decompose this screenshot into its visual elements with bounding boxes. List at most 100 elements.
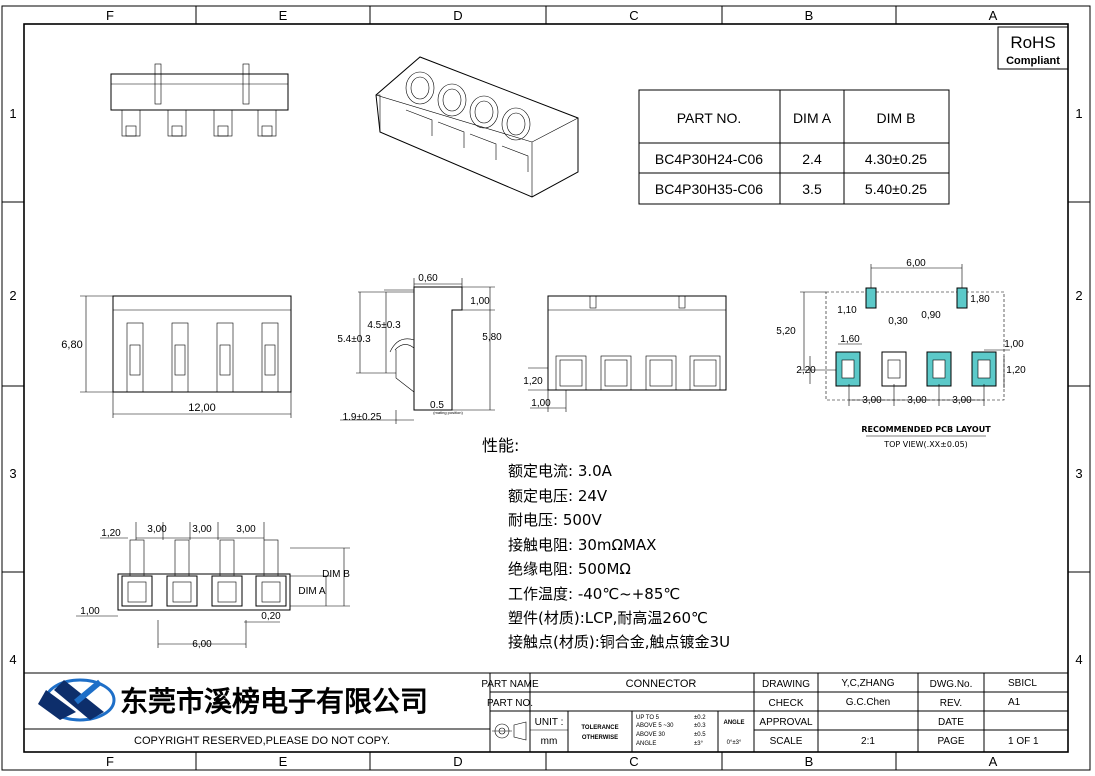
page-value: 1 OF 1 bbox=[1008, 736, 1039, 747]
svg-text:RoHS: RoHS bbox=[1010, 33, 1055, 52]
dim-pcb-2-20: 2,20 bbox=[796, 365, 816, 376]
isometric-view-drawing bbox=[375, 56, 579, 198]
label-drawing: DRAWING bbox=[762, 679, 810, 690]
company-logo bbox=[38, 678, 116, 722]
slot-wall bbox=[437, 121, 465, 148]
contact-spring bbox=[501, 107, 531, 141]
label-page: PAGE bbox=[937, 736, 964, 747]
check-value: G.C.Chen bbox=[846, 697, 890, 708]
spec-line: 塑件(材质):LCP,耐高温260℃ bbox=[508, 609, 708, 627]
dim-pcb-1-00: 1,00 bbox=[1004, 339, 1024, 350]
side-view-drawing: 0,60 1,00 4.5±0.3 5.4±0.3 5,80 0.5 (mati… bbox=[337, 273, 502, 424]
col-letter-c-top: C bbox=[629, 8, 638, 23]
spec-line: 接触点(材质):铜合金,触点镀金3U bbox=[508, 633, 730, 651]
dim-pcb-pitch: 3,00 bbox=[907, 395, 927, 406]
col-letter-d-bottom: D bbox=[453, 754, 462, 769]
col-letter-a-bottom: A bbox=[989, 754, 998, 769]
slot-contact bbox=[129, 344, 141, 376]
dim-side-4-5: 4.5±0.3 bbox=[367, 320, 401, 331]
contact-cell bbox=[645, 355, 677, 391]
dim-rear-1-00: 1,00 bbox=[531, 398, 551, 409]
pin-body-inner bbox=[217, 581, 237, 603]
pin-body bbox=[121, 575, 153, 607]
slot bbox=[171, 322, 189, 393]
angle-value: 0°±3° bbox=[727, 740, 742, 746]
tol-range: ABOVE 5 ~30 bbox=[636, 723, 674, 729]
contact-cell bbox=[600, 355, 632, 391]
tol-range: UP TO 5 bbox=[636, 715, 660, 721]
row-number-1-right: 1 bbox=[1075, 106, 1082, 121]
spec-line: 额定电压: 24V bbox=[508, 487, 608, 505]
spec-line: 额定电流: 3.0A bbox=[508, 462, 613, 480]
table-header-dim-b: DIM B bbox=[877, 110, 916, 126]
dim-pcb-1-60: 1,60 bbox=[840, 334, 860, 345]
contact-spring bbox=[437, 83, 467, 117]
spec-line: 绝缘电阻: 500MΩ bbox=[508, 560, 631, 578]
col-letter-a-top: A bbox=[989, 8, 998, 23]
contact-spring bbox=[405, 71, 435, 105]
col-letter-e-top: E bbox=[279, 8, 288, 23]
contact-pin bbox=[213, 109, 233, 137]
dim-side-5-4: 5.4±0.3 bbox=[337, 334, 371, 345]
label-tolerance: TOLERANCE bbox=[581, 725, 618, 731]
drawing-value: Y,C,ZHANG bbox=[841, 678, 894, 689]
pcb-pad-hole bbox=[932, 359, 946, 379]
rear-view-drawing: 1,20 1,00 bbox=[523, 295, 727, 412]
col-letter-b-top: B bbox=[805, 8, 814, 23]
contact-pin-tip bbox=[171, 125, 183, 137]
dim-side-5-80: 5,80 bbox=[482, 332, 502, 343]
pcb-layout-subtitle: TOP VIEW(.XX±0.05) bbox=[883, 440, 968, 449]
dim-bottom-1-00: 1,00 bbox=[80, 606, 100, 617]
pcb-pad-hole bbox=[841, 359, 855, 379]
dim-bottom-0-20: 0,20 bbox=[261, 611, 281, 622]
part-number-table: PART NO. DIM A DIM B BC4P30H24-C06 2.4 4… bbox=[638, 89, 950, 205]
dim-pcb-1-10: 1,10 bbox=[837, 305, 857, 316]
title-block: 东莞市溪榜电子有限公司 COPYRIGHT RESERVED,PLEASE DO… bbox=[24, 672, 1068, 752]
table-header-dim-a: DIM A bbox=[793, 110, 832, 126]
pin-lead bbox=[129, 539, 145, 577]
pcb-pad-hole bbox=[887, 359, 901, 379]
dim-side-1-00: 1,00 bbox=[470, 296, 490, 307]
specs-title: 性能: bbox=[482, 436, 519, 455]
pcb-layout-drawing: 6,00 1,10 1,80 0,30 0,90 5,20 1,60 1,00 … bbox=[776, 258, 1026, 449]
row-number-2-left: 2 bbox=[9, 288, 16, 303]
rohs-badge: RoHS Compliant bbox=[997, 26, 1069, 70]
col-letter-b-bottom: B bbox=[805, 754, 814, 769]
contact-spring-inner bbox=[474, 100, 494, 124]
tol-value: ±0.5 bbox=[694, 732, 706, 738]
label-dwg-no: DWG.No. bbox=[930, 679, 973, 690]
slot-wall bbox=[469, 133, 497, 160]
dim-pcb-1-20: 1,20 bbox=[1006, 365, 1026, 376]
pin-body bbox=[166, 575, 198, 607]
spec-line: 接触电阻: 30mΩMAX bbox=[508, 536, 656, 554]
table-cell: 5.40±0.25 bbox=[865, 181, 927, 197]
label-unit: UNIT : bbox=[535, 717, 564, 728]
dim-pcb-0-90: 0,90 bbox=[921, 310, 941, 321]
dim-rear-1-20: 1,20 bbox=[523, 376, 543, 387]
slot bbox=[126, 322, 144, 393]
dim-bottom-pitch: 3,00 bbox=[192, 524, 212, 535]
contact-pin bbox=[121, 109, 141, 137]
col-letter-f-bottom: F bbox=[106, 754, 114, 769]
dim-side-0-5: 0.5 bbox=[430, 400, 444, 411]
dim-pcb-1-80: 1,80 bbox=[970, 294, 990, 305]
contact-pin-tip bbox=[125, 125, 137, 137]
label-angle: ANGLE bbox=[724, 720, 745, 726]
pcb-pad-hole bbox=[977, 359, 991, 379]
tol-value: ±0.2 bbox=[694, 715, 706, 721]
col-letter-f-top: F bbox=[106, 8, 114, 23]
tol-value: ±3° bbox=[694, 741, 704, 747]
pin-lead bbox=[263, 539, 279, 577]
dim-front-height: 6,80 bbox=[61, 339, 82, 351]
row-number-3-right: 3 bbox=[1075, 466, 1082, 481]
contact-pin bbox=[257, 109, 277, 137]
dim-pcb-pitch: 3,00 bbox=[952, 395, 972, 406]
slot bbox=[261, 322, 279, 393]
dim-bottom-pitch: 3,00 bbox=[147, 524, 167, 535]
row-number-2-right: 2 bbox=[1075, 288, 1082, 303]
label-approval: APPROVAL bbox=[759, 717, 813, 728]
contact-spring-inner bbox=[410, 76, 430, 100]
dim-pcb-5-20: 5,20 bbox=[776, 326, 796, 337]
dim-side-0-60: 0,60 bbox=[418, 273, 438, 284]
pcb-layout-title: RECOMMENDED PCB LAYOUT bbox=[861, 425, 991, 434]
